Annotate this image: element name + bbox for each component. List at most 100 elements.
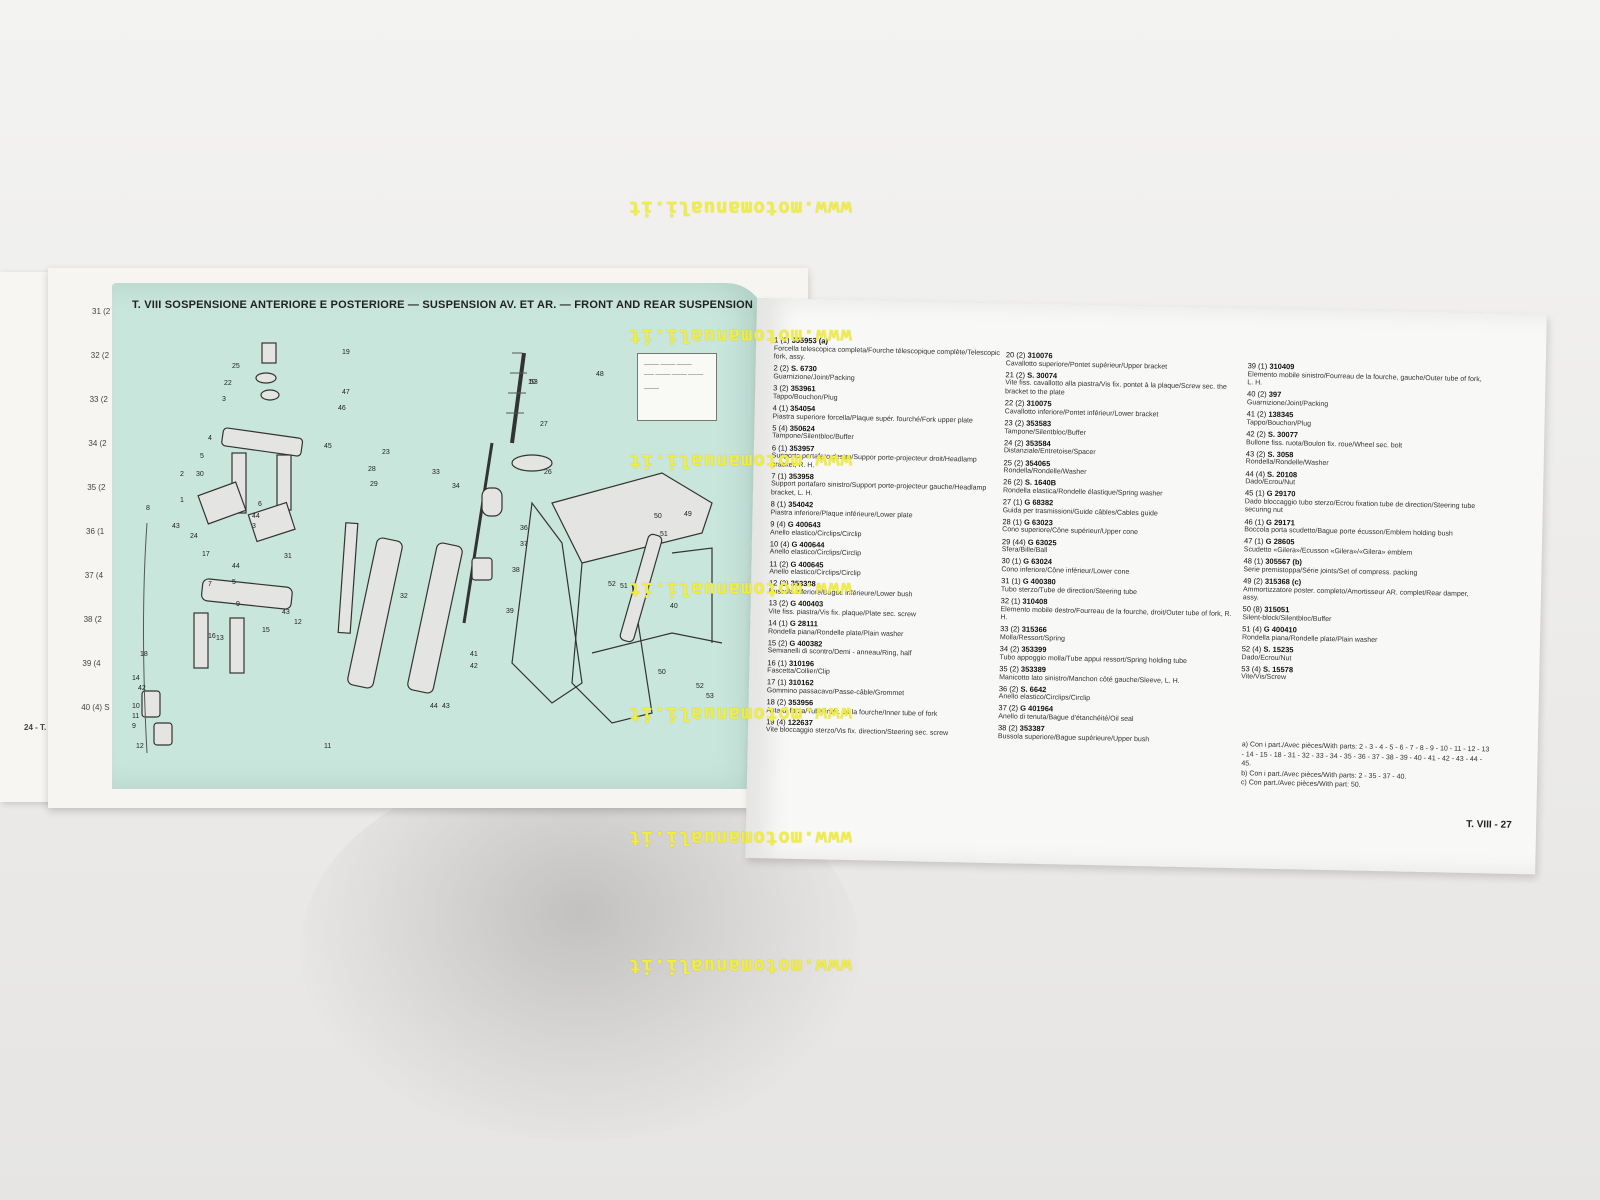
callout-number: 12 <box>136 743 144 750</box>
callout-number: 5 <box>232 579 236 586</box>
callout-number: 31 <box>284 553 292 560</box>
watermark: www.motomanuali.it <box>628 197 852 219</box>
callout-number: 14 <box>132 675 140 682</box>
callout-number: 5 <box>200 453 204 460</box>
callout-number: 9 <box>132 723 136 730</box>
callout-number: 4 <box>208 435 212 442</box>
callout-number: 38 <box>512 567 520 574</box>
callout-number: 2 <box>180 471 184 478</box>
callout-number: 52 <box>608 581 616 588</box>
callout-number: 48 <box>596 371 604 378</box>
callout-number: 43 <box>442 703 450 710</box>
callout-number: 37 <box>520 541 528 548</box>
callout-number: 6 <box>258 501 262 508</box>
callout-number: 9 <box>236 601 240 608</box>
left-page-stub: 40 (4) S <box>81 703 110 712</box>
callout-number: 24 <box>190 533 198 540</box>
callout-number: 16 <box>208 633 216 640</box>
left-page-stub: 37 (4 <box>84 571 104 580</box>
callout-number: 43 <box>282 609 290 616</box>
callout-number: 34 <box>452 483 460 490</box>
callout-number: 43 <box>172 523 180 530</box>
parts-column-1: 1 (1) 355953 (a)Forcella telescopica com… <box>766 335 1002 742</box>
callout-number: 28 <box>368 466 376 473</box>
callout-number: 44 <box>430 703 438 710</box>
callout-number: 50 <box>654 513 662 520</box>
parts-list-page: 1 (1) 355953 (a)Forcella telescopica com… <box>745 298 1547 875</box>
callout-number: 52 <box>696 683 704 690</box>
left-page-stub: 33 (2 <box>89 395 108 404</box>
callout-number: 7 <box>208 581 212 588</box>
callout-number: 47 <box>342 389 350 396</box>
callout-number: 3 <box>252 523 256 530</box>
packing-set-label-box: ——— ——— ——— —— ——— ——— ——— ——— <box>637 353 717 421</box>
callout-number: 45 <box>324 443 332 450</box>
callout-number: 49 <box>684 511 692 518</box>
callout-number: 51 <box>660 531 668 538</box>
callout-number: 11 <box>132 713 140 720</box>
callout-number: 51 <box>620 583 628 590</box>
exploded-diagram <box>141 342 723 754</box>
left-page-stub: 32 (2 <box>90 351 110 360</box>
callout-number: 22 <box>224 380 232 387</box>
callout-number: 17 <box>202 551 210 558</box>
callout-number: 1 <box>180 497 184 504</box>
left-page-stub: 38 (2 <box>83 615 102 624</box>
callout-number: 44 <box>252 513 260 520</box>
callout-number: 27 <box>540 421 548 428</box>
parts-notes: a) Con i part./Avec pièces/With parts: 2… <box>1241 740 1492 793</box>
exploded-diagram-page: T. VIII SOSPENSIONE ANTERIORE E POSTERIO… <box>112 283 766 789</box>
watermark: www.motomanuali.it <box>628 827 852 849</box>
callout-number: 10 <box>132 703 140 710</box>
left-page-stub: 39 (4 <box>82 659 101 668</box>
callout-number: 39 <box>506 608 514 615</box>
watermark: www.motomanuali.it <box>628 955 852 977</box>
callout-number: 41 <box>470 651 478 658</box>
callout-number: 8 <box>146 505 150 512</box>
callout-number: 23 <box>382 449 390 456</box>
callout-number: 12 <box>294 619 302 626</box>
callout-number: 25 <box>232 363 240 370</box>
callout-number: 26 <box>544 469 552 476</box>
callout-number: 18 <box>140 651 148 658</box>
callout-number: 29 <box>370 481 378 488</box>
callout-number: 53 <box>706 693 714 700</box>
callout-number: 3 <box>222 396 226 403</box>
callout-number: 30 <box>196 471 204 478</box>
callout-number: 10 <box>528 379 536 386</box>
watermark: www.motomanuali.it <box>628 325 852 347</box>
watermark: www.motomanuali.it <box>628 703 852 725</box>
callout-number: 46 <box>338 405 346 412</box>
left-page-footer: 24 - T. <box>24 723 47 732</box>
callout-number: 13 <box>216 635 224 642</box>
page-number: T. VIII - 27 <box>1466 818 1512 831</box>
callout-number: 32 <box>400 593 408 600</box>
callout-number: 42 <box>138 685 146 692</box>
watermark: www.motomanuali.it <box>628 450 852 472</box>
callout-number: 33 <box>432 469 440 476</box>
callout-number: 44 <box>232 563 240 570</box>
callout-number: 19 <box>342 349 350 356</box>
left-page-stub: 36 (1 <box>86 527 105 536</box>
callout-number: 42 <box>470 663 478 670</box>
callout-number: 11 <box>324 743 332 750</box>
left-page-stub: 34 (2 <box>88 439 107 448</box>
callout-number: 50 <box>658 669 666 676</box>
plate-title: T. VIII SOSPENSIONE ANTERIORE E POSTERIO… <box>132 299 754 311</box>
watermark: www.motomanuali.it <box>628 578 852 600</box>
left-page-stub: 35 (2 <box>87 483 106 492</box>
left-page-stub: 31 (2 <box>92 307 111 316</box>
parts-list-entry: 49 (2) 315368 (c)Ammortizzatore poster. … <box>1243 576 1483 608</box>
callout-number: 36 <box>520 525 528 532</box>
callout-number: 15 <box>262 627 270 634</box>
callout-number: 53 <box>530 379 538 386</box>
